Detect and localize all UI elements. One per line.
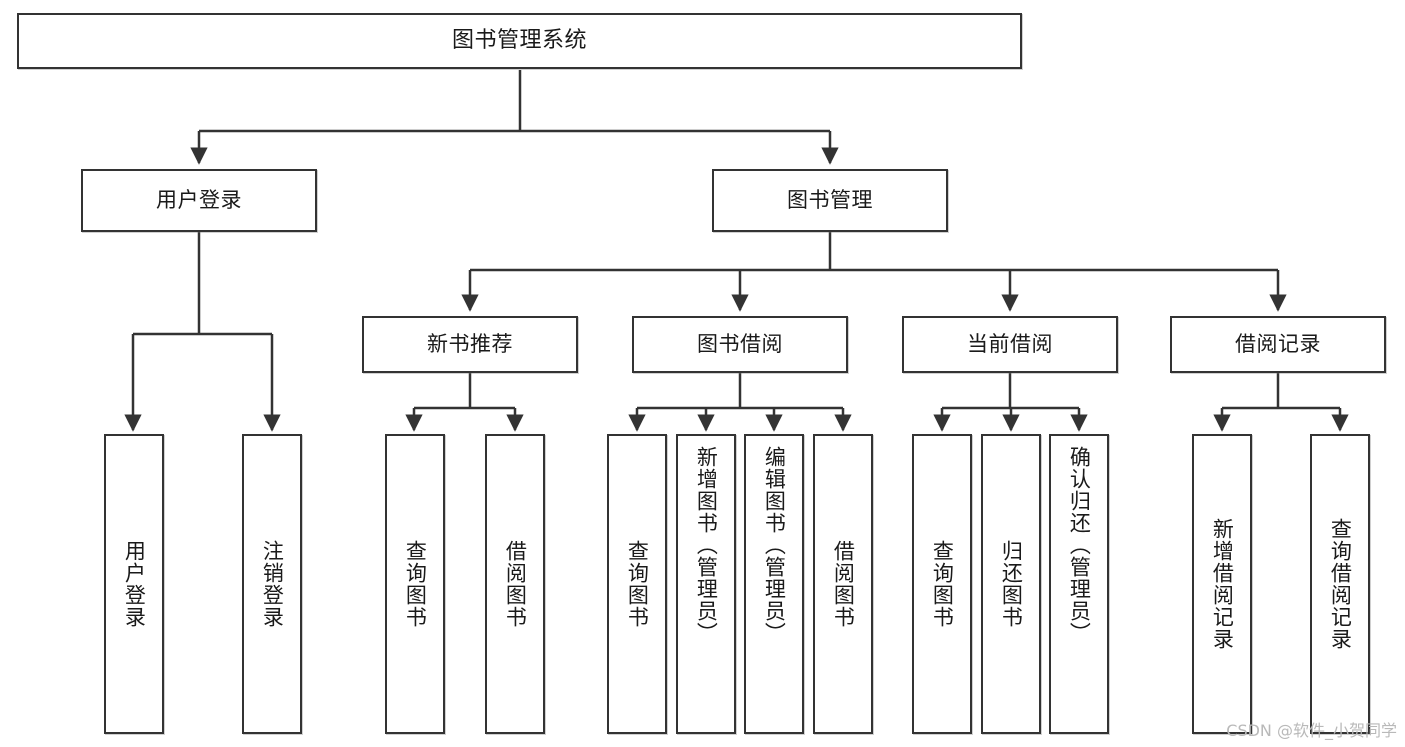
node-new-book-recommend-label: 新书推荐 bbox=[427, 332, 513, 357]
node-leaf-return-book-label: 归还图书 bbox=[999, 540, 1024, 628]
node-leaf-add-record-label: 新增借阅记录 bbox=[1210, 518, 1235, 650]
node-leaf-confirm-return-label: 确认归还（管理员） bbox=[1067, 446, 1092, 644]
node-root-label: 图书管理系统 bbox=[451, 28, 587, 54]
node-new-book-recommend[interactable]: 新书推荐 bbox=[362, 316, 578, 373]
node-book-manage[interactable]: 图书管理 bbox=[712, 169, 948, 232]
node-user-login-label: 用户登录 bbox=[156, 188, 242, 213]
node-leaf-query-record-label: 查询借阅记录 bbox=[1328, 518, 1353, 650]
node-leaf-query-book-2[interactable]: 查询图书 bbox=[607, 434, 667, 734]
node-leaf-add-book[interactable]: 新增图书（管理员） bbox=[676, 434, 736, 734]
node-leaf-borrow-book-1[interactable]: 借阅图书 bbox=[485, 434, 545, 734]
node-leaf-query-book-2-label: 查询图书 bbox=[625, 540, 650, 628]
node-leaf-user-login[interactable]: 用户登录 bbox=[104, 434, 164, 734]
node-book-manage-label: 图书管理 bbox=[787, 188, 873, 213]
node-leaf-add-record[interactable]: 新增借阅记录 bbox=[1192, 434, 1252, 734]
node-book-borrow-label: 图书借阅 bbox=[697, 332, 783, 357]
node-borrow-record[interactable]: 借阅记录 bbox=[1170, 316, 1386, 373]
node-leaf-query-book-1-label: 查询图书 bbox=[403, 540, 428, 628]
node-leaf-edit-book-label: 编辑图书（管理员） bbox=[762, 446, 787, 644]
node-leaf-add-book-label: 新增图书（管理员） bbox=[694, 446, 719, 644]
node-leaf-query-record[interactable]: 查询借阅记录 bbox=[1310, 434, 1370, 734]
node-leaf-confirm-return[interactable]: 确认归还（管理员） bbox=[1049, 434, 1109, 734]
node-leaf-query-book-3[interactable]: 查询图书 bbox=[912, 434, 972, 734]
node-leaf-borrow-book-1-label: 借阅图书 bbox=[503, 540, 528, 628]
csdn-watermark: CSDN @软件_小贺同学 bbox=[1226, 721, 1397, 740]
node-leaf-query-book-3-label: 查询图书 bbox=[930, 540, 955, 628]
node-root[interactable]: 图书管理系统 bbox=[17, 13, 1022, 69]
node-current-borrow-label: 当前借阅 bbox=[967, 332, 1053, 357]
node-leaf-borrow-book-2[interactable]: 借阅图书 bbox=[813, 434, 873, 734]
node-leaf-query-book-1[interactable]: 查询图书 bbox=[385, 434, 445, 734]
node-user-login[interactable]: 用户登录 bbox=[81, 169, 317, 232]
node-leaf-logout-login[interactable]: 注销登录 bbox=[242, 434, 302, 734]
node-book-borrow[interactable]: 图书借阅 bbox=[632, 316, 848, 373]
node-borrow-record-label: 借阅记录 bbox=[1235, 332, 1321, 357]
node-leaf-user-login-label: 用户登录 bbox=[122, 540, 147, 628]
node-leaf-return-book[interactable]: 归还图书 bbox=[981, 434, 1041, 734]
node-leaf-borrow-book-2-label: 借阅图书 bbox=[831, 540, 856, 628]
node-current-borrow[interactable]: 当前借阅 bbox=[902, 316, 1118, 373]
node-leaf-logout-login-label: 注销登录 bbox=[260, 540, 285, 628]
node-leaf-edit-book[interactable]: 编辑图书（管理员） bbox=[744, 434, 804, 734]
